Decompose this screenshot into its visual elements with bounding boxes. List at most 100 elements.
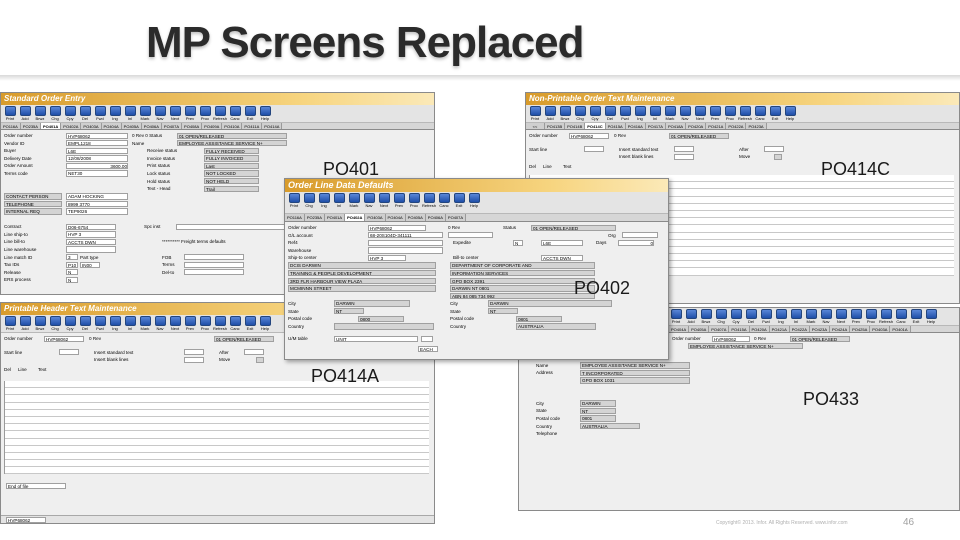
contact-value[interactable]: 8999 3770	[66, 200, 128, 208]
text-line[interactable]	[5, 467, 429, 475]
tab-po420a[interactable]: PO420A	[686, 123, 707, 129]
toolbar-button-refresh[interactable]: Refresh	[738, 106, 752, 121]
toolbar-button-prev[interactable]: Prev	[183, 316, 197, 331]
toolbar-button-print[interactable]: Print	[528, 106, 542, 121]
text-line[interactable]	[5, 416, 429, 425]
tab-po406a[interactable]: PO406A	[425, 214, 446, 221]
move-field[interactable]	[256, 356, 264, 363]
billto-field[interactable]: ACCTS DWN	[541, 254, 583, 262]
tab-po401a[interactable]: PO401A	[324, 214, 346, 221]
toolbar-button-add[interactable]: Add	[18, 316, 32, 331]
toolbar-button-chg[interactable]: Chg	[48, 316, 62, 331]
toolbar-button-ing[interactable]: Ing	[108, 316, 122, 331]
toolbar-button-brwz[interactable]: Brwz	[558, 106, 572, 121]
order-number-field[interactable]: HVP68062	[712, 335, 750, 342]
field-value[interactable]: N	[66, 276, 78, 284]
field-value[interactable]: D06-6754	[66, 223, 116, 230]
contact-value[interactable]: TEP9026	[66, 208, 128, 215]
tab-po402a[interactable]: PO402A	[345, 214, 366, 221]
toolbar-button-refresh[interactable]: Refresh	[879, 309, 893, 324]
toolbar-button-ing[interactable]: Ing	[317, 193, 331, 212]
after-field[interactable]	[764, 146, 784, 153]
tab-po414c[interactable]: PO414C	[585, 123, 606, 129]
toolbar-button-mark[interactable]: Mark	[804, 309, 818, 324]
toolbar-button-next[interactable]: Next	[377, 193, 391, 212]
text-line[interactable]	[5, 460, 429, 468]
tab-po407a[interactable]: PO407A	[709, 326, 730, 332]
text-grid[interactable]	[529, 175, 954, 276]
fob-field[interactable]	[184, 254, 244, 261]
um-table-code[interactable]	[421, 335, 433, 343]
toolbar-button-mark[interactable]: Mark	[663, 106, 677, 121]
toolbar-button-add[interactable]: Add	[684, 309, 698, 324]
text-line[interactable]	[530, 218, 954, 226]
days-field[interactable]: 0	[618, 239, 654, 246]
text-line[interactable]	[530, 182, 954, 190]
field-value[interactable]: 3600.00	[66, 162, 128, 170]
tab-po424a[interactable]: PO424A	[830, 326, 851, 332]
field-value[interactable]: EMPL1218	[66, 140, 128, 147]
text-line[interactable]	[5, 424, 429, 432]
move-field[interactable]	[774, 153, 782, 160]
toolbar-button-nav[interactable]: Nav	[819, 309, 833, 324]
toolbar-button-canc[interactable]: Canc	[228, 106, 242, 121]
toolbar-button-inl[interactable]: Inl	[123, 316, 137, 331]
toolbar-button-fwd[interactable]: Fwd	[759, 309, 773, 324]
toolbar-button-canc[interactable]: Canc	[228, 316, 242, 331]
toolbar-button-prev[interactable]: Prev	[708, 106, 722, 121]
toolbar-button-print[interactable]: Print	[3, 316, 17, 331]
field-value[interactable]: 3	[66, 254, 78, 261]
field-value[interactable]: ACCTS DWN	[66, 238, 116, 246]
tab-po409a[interactable]: PO409A	[202, 123, 223, 129]
tab-po417a[interactable]: PO417A	[645, 123, 666, 129]
text-line[interactable]	[530, 196, 954, 204]
text-line[interactable]	[5, 395, 429, 403]
toolbar-button-canc[interactable]: Canc	[753, 106, 767, 121]
insert-blank-field[interactable]	[674, 153, 694, 160]
tab-po235a[interactable]: PO235A	[20, 123, 41, 129]
toolbar-button-next[interactable]: Next	[168, 106, 182, 121]
field-value[interactable]: HVP 3	[66, 231, 116, 238]
text-line[interactable]	[530, 203, 954, 211]
toolbar-button-add[interactable]: Add	[18, 106, 32, 121]
tab-po405a[interactable]: PO405A	[121, 123, 142, 129]
text-line[interactable]	[5, 452, 429, 461]
text-line[interactable]	[530, 239, 954, 247]
toolbar-button-chg[interactable]: Chg	[48, 106, 62, 121]
toolbar-button-refresh[interactable]: Refresh	[213, 106, 227, 121]
text-line[interactable]	[530, 175, 954, 183]
toolbar-button-proc[interactable]: Proc	[864, 309, 878, 324]
field-value[interactable]: N	[66, 269, 78, 276]
toolbar-button-cpy[interactable]: Cpy	[729, 309, 743, 324]
field-value[interactable]: P10	[66, 261, 78, 268]
text-line[interactable]	[5, 381, 429, 389]
toolbar-button-exit[interactable]: Exit	[452, 193, 466, 212]
tab-po407a[interactable]: PO407A	[161, 123, 183, 129]
toolbar-button-fwd[interactable]: Fwd	[93, 316, 107, 331]
field-value[interactable]: L6E	[66, 147, 128, 154]
terms-field[interactable]	[184, 261, 244, 268]
text-line[interactable]	[5, 388, 429, 396]
toolbar-button-next[interactable]: Next	[168, 316, 182, 331]
toolbar-button-del[interactable]: Del	[744, 309, 758, 324]
tab-po416a[interactable]: PO416A	[625, 123, 646, 129]
um-each-display[interactable]: EACH	[418, 346, 438, 353]
tab-po418a[interactable]: PO418A	[665, 123, 687, 129]
header-text-grid[interactable]	[4, 381, 429, 475]
expedite-code-field[interactable]: L6E	[541, 239, 583, 246]
field-value[interactable]: NET30	[66, 170, 128, 177]
toolbar-button-proc[interactable]: Proc	[198, 106, 212, 121]
toolbar-button-help[interactable]: Help	[783, 106, 797, 121]
toolbar-button-nav[interactable]: Nav	[362, 193, 376, 212]
tab-po402a[interactable]: PO402A	[61, 123, 82, 129]
toolbar-button-inl[interactable]: Inl	[332, 193, 346, 212]
toolbar-button-brwz[interactable]: Brwz	[699, 309, 713, 324]
gl-account-field[interactable]: 68-20S104D-341111	[368, 232, 443, 239]
toolbar-button-add[interactable]: Add	[543, 106, 557, 121]
toolbar-button-nav[interactable]: Nav	[678, 106, 692, 121]
text-line[interactable]	[530, 189, 954, 197]
tab-po404a[interactable]: PO404A	[101, 123, 122, 129]
insert-standard-field[interactable]	[674, 146, 694, 153]
tab-po422a[interactable]: PO422A	[789, 326, 810, 332]
field-value[interactable]: HVP68062	[66, 132, 128, 139]
